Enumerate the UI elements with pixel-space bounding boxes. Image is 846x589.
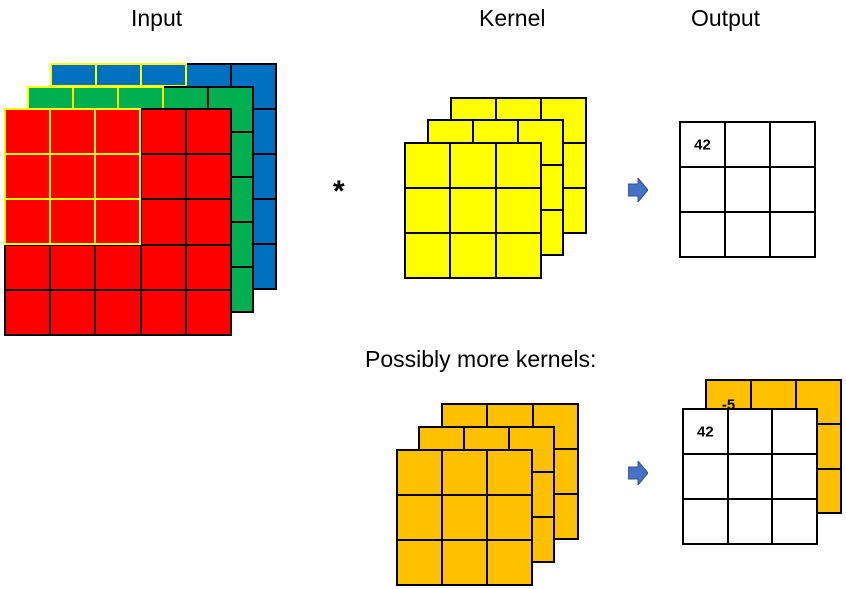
output-cell <box>725 122 770 167</box>
kernel-label: Kernel <box>479 5 546 31</box>
output-cell <box>770 212 815 257</box>
grid-cell <box>50 199 96 245</box>
grid-cell <box>140 109 186 155</box>
grid-cell <box>450 188 496 233</box>
output-label: Output <box>691 5 761 31</box>
grid-cell <box>95 199 141 245</box>
output-cell <box>770 122 815 167</box>
grid-cell <box>495 143 541 188</box>
grid-cell <box>95 109 141 155</box>
grid-cell <box>442 450 487 495</box>
grid-cell <box>397 450 442 495</box>
grid-cell <box>185 199 231 245</box>
output-cell <box>725 212 770 257</box>
grid-cell <box>405 143 451 188</box>
output-value: 42 <box>696 423 714 440</box>
grid-cell <box>450 143 496 188</box>
kernel-orange-front <box>396 449 533 586</box>
output-cell <box>770 167 815 212</box>
output-cell <box>796 380 841 425</box>
output-cell <box>683 499 728 544</box>
right-arrow-icon <box>628 178 648 202</box>
grid-cell <box>50 289 96 335</box>
grid-cell <box>5 289 51 335</box>
grid-cell <box>140 289 186 335</box>
grid-cell <box>405 233 451 278</box>
input-channel-red <box>4 108 232 336</box>
grid-cell <box>487 450 532 495</box>
output-cell <box>772 454 817 499</box>
output-feature-map: 42 <box>679 121 816 258</box>
grid-cell <box>495 188 541 233</box>
grid-cell <box>140 199 186 245</box>
grid-cell <box>95 154 141 200</box>
input-label: Input <box>131 5 183 31</box>
grid-cell <box>450 233 496 278</box>
output-cell <box>727 499 773 544</box>
grid-cell <box>405 188 451 233</box>
kernel-yellow-front <box>404 142 542 279</box>
grid-cell <box>5 244 51 290</box>
grid-cell <box>140 244 186 290</box>
output-cell <box>683 454 728 499</box>
grid-cell <box>487 540 532 585</box>
grid-cell <box>5 154 51 200</box>
output-cell <box>680 167 725 212</box>
grid-cell <box>397 495 442 540</box>
output-cell <box>772 409 817 454</box>
convolution-operator: * <box>333 175 345 208</box>
grid-cell <box>50 154 96 200</box>
output-cell <box>680 212 725 257</box>
grid-cell <box>397 540 442 585</box>
more-kernels-label: Possibly more kernels: <box>365 346 597 372</box>
grid-cell <box>50 244 96 290</box>
grid-cell <box>5 109 51 155</box>
output-value: 42 <box>694 136 711 153</box>
output-cell <box>727 454 773 499</box>
grid-cell <box>95 289 141 335</box>
grid-cell <box>50 109 96 155</box>
grid-cell <box>487 495 532 540</box>
output-cell: 42 <box>680 122 725 167</box>
output-cell <box>727 409 773 454</box>
grid-cell <box>185 289 231 335</box>
output-feature-map-first: 42 <box>682 408 818 545</box>
grid-cell <box>185 244 231 290</box>
grid-cell <box>185 109 231 155</box>
grid-cell <box>95 244 141 290</box>
output-cell <box>772 499 817 544</box>
grid-cell <box>442 495 487 540</box>
grid-cell <box>140 154 186 200</box>
right-arrow-icon <box>628 461 648 485</box>
grid-cell <box>5 199 51 245</box>
output-cell <box>725 167 770 212</box>
output-cell: 42 <box>683 409 728 454</box>
grid-cell <box>185 154 231 200</box>
grid-cell <box>442 540 487 585</box>
grid-cell <box>495 233 541 278</box>
